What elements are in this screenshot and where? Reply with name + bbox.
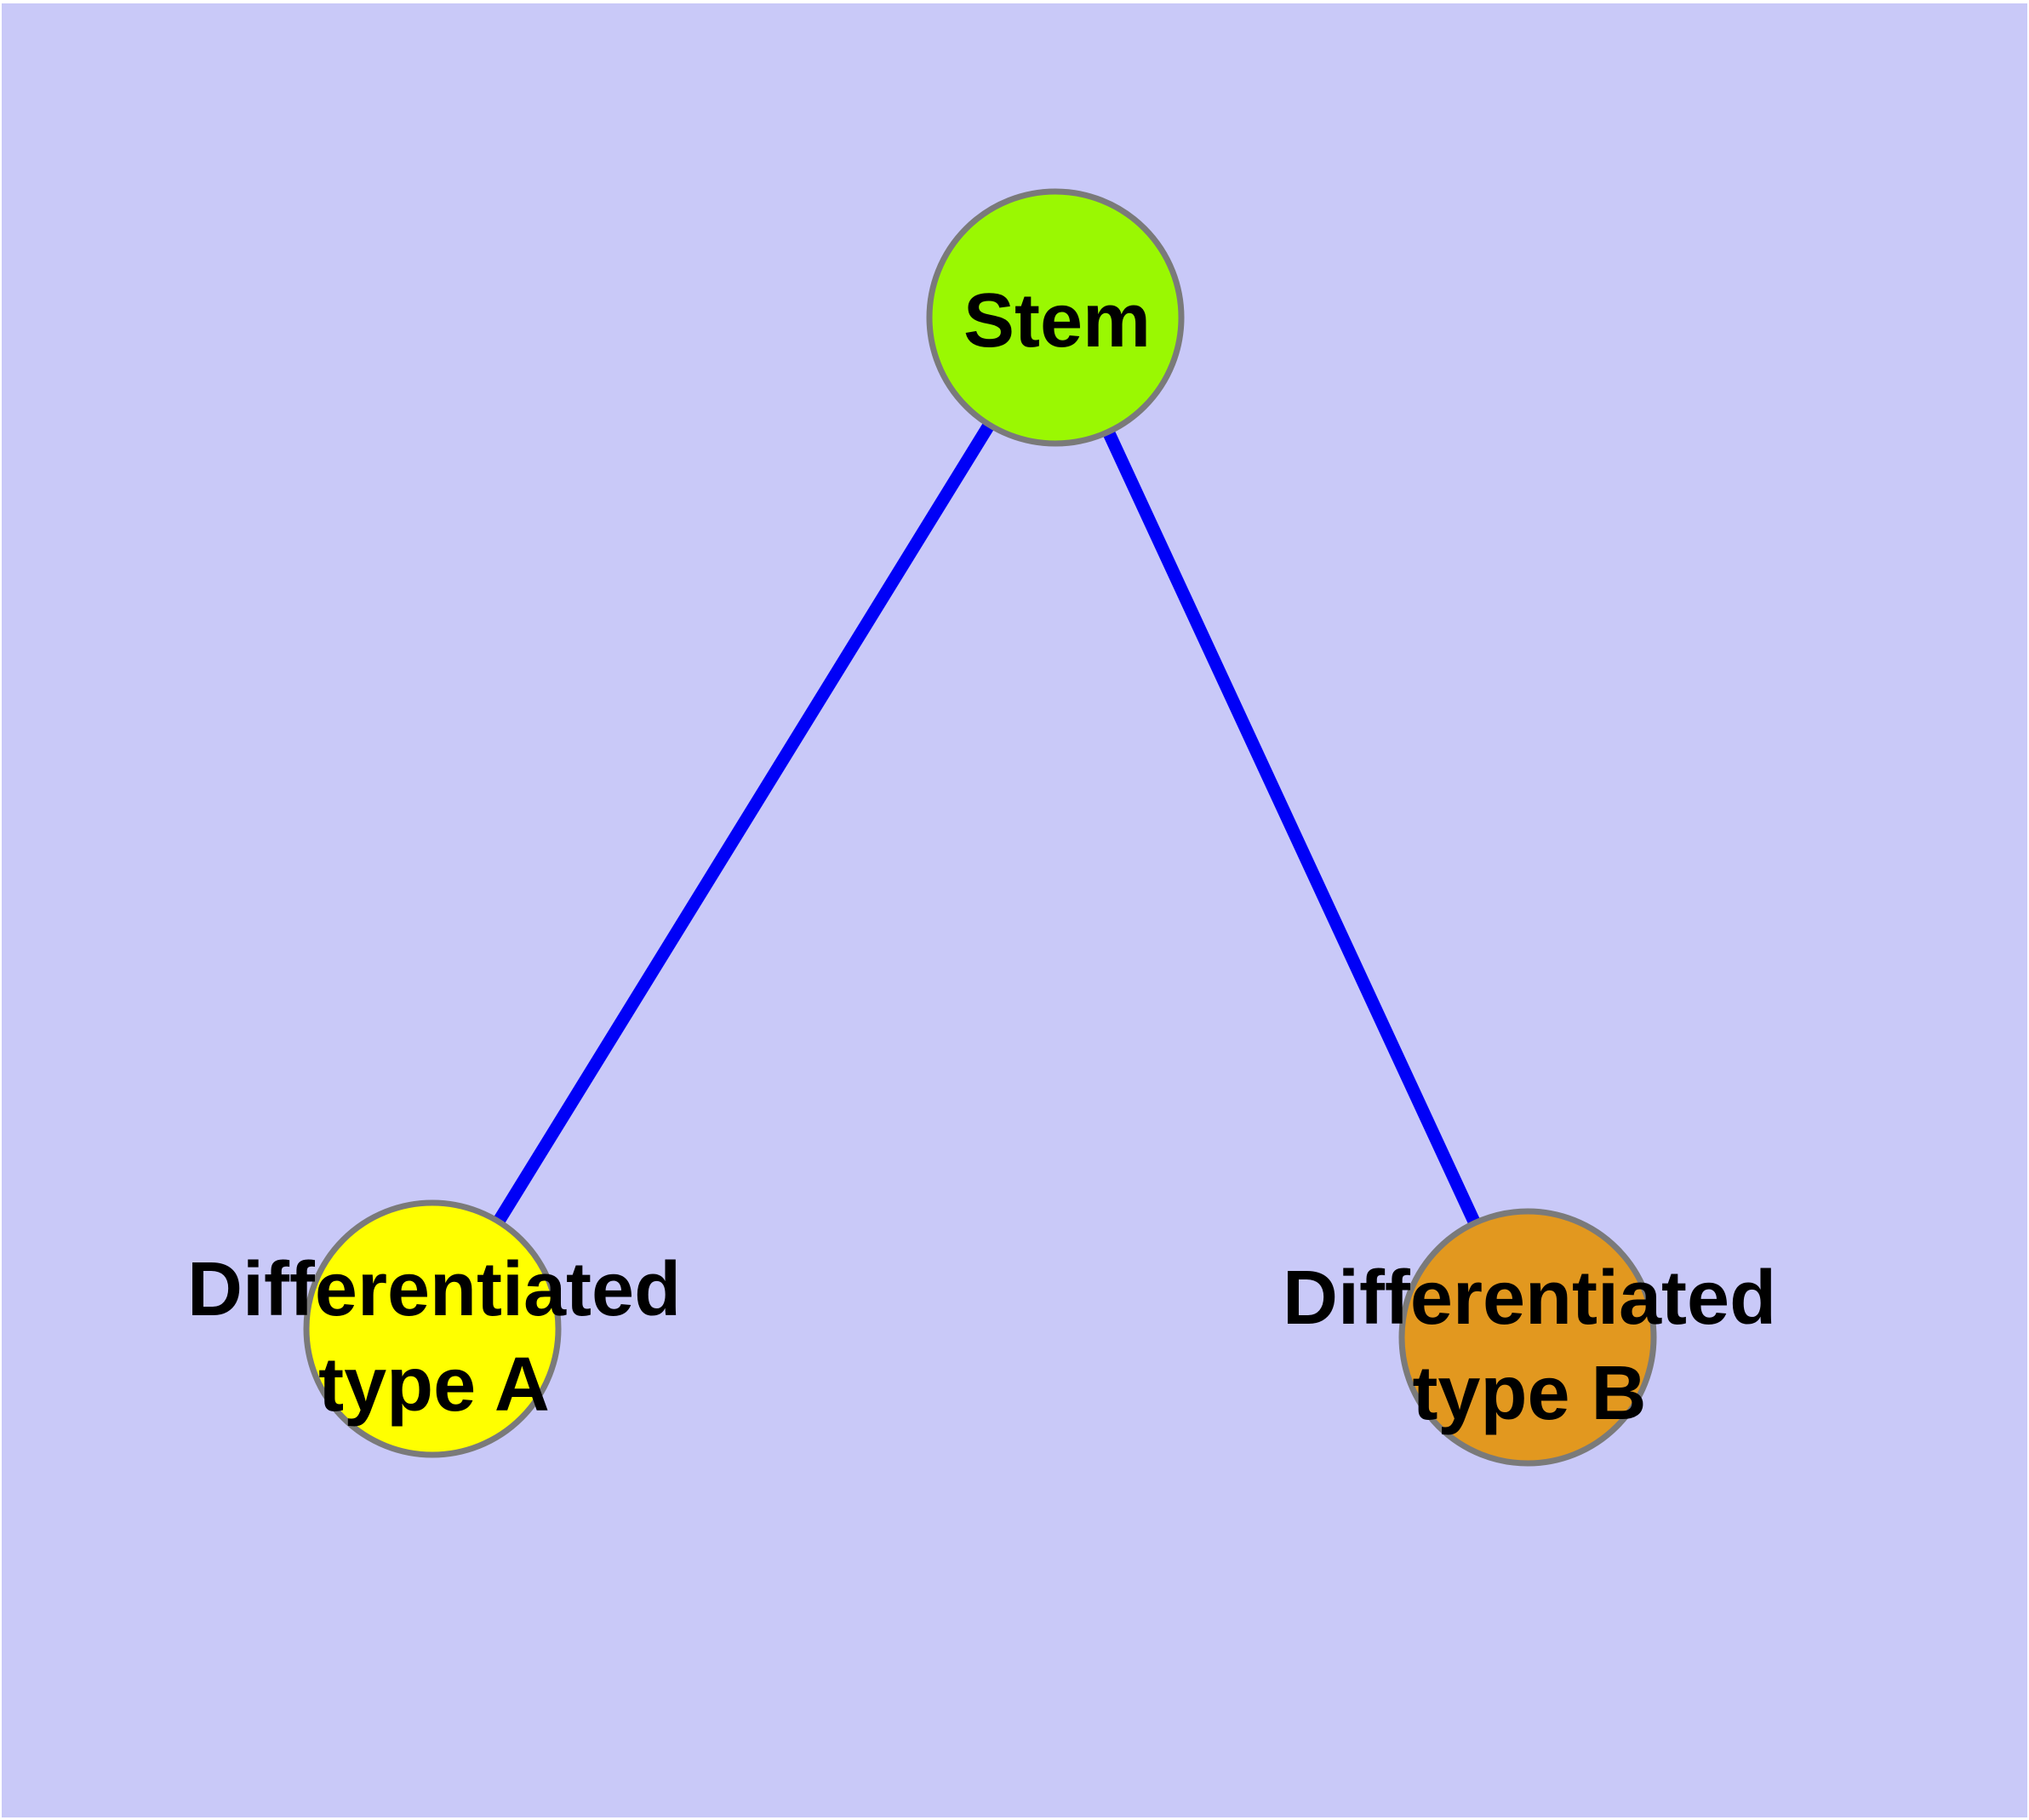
edge-stem-to-type-b[interactable] bbox=[1049, 314, 1534, 1341]
edge-stem-to-type-a[interactable] bbox=[426, 314, 1061, 1332]
graph-layer bbox=[303, 188, 1657, 1467]
node-stem-label: Stem bbox=[963, 278, 1152, 363]
node-type-a-label: Differentiated type A bbox=[186, 1247, 682, 1428]
node-type-a-circle[interactable] bbox=[303, 1199, 562, 1458]
node-type-b-label: Differentiated type B bbox=[1282, 1256, 1777, 1436]
node-type-b-circle[interactable] bbox=[1398, 1208, 1657, 1467]
diagram-canvas: Stem Differentiated type A Differentiate… bbox=[2, 3, 2027, 1817]
node-stem-circle[interactable] bbox=[926, 188, 1185, 447]
